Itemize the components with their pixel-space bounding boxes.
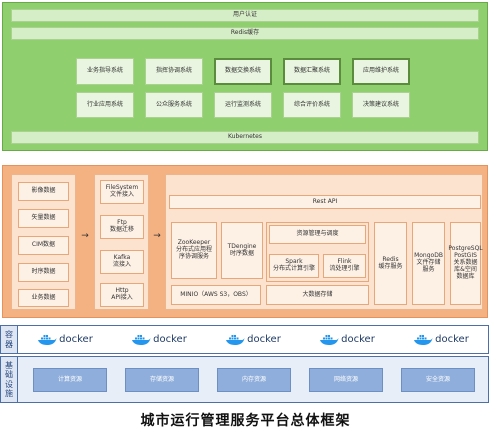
source-box: 业务数据 [18,289,69,307]
bigdata-box: 大数据存储 [266,285,369,305]
data-sources-panel: 影像数据 矢量数据 CIM数据 时序数据 业务数据 [11,174,76,310]
rest-api-bar: Rest API [169,195,481,209]
system-box: 数据交换系统 [214,58,272,85]
docker-text: docker [59,334,93,345]
docker-whale-icon [226,334,245,345]
system-box: 数据汇聚系统 [283,58,341,85]
infra-label: 基础设施 [1,357,18,402]
diagram-caption: 城市运行管理服务平台总体框架 [140,412,351,429]
container-label: 容器 [1,326,18,353]
docker-whale-icon [132,334,151,345]
system-box: 指挥协调系统 [145,58,203,85]
source-box: CIM数据 [18,236,69,255]
arrow-right-icon: → [153,230,161,241]
docker-whale-icon [38,334,57,345]
docker-logo: docker [413,334,469,346]
infra-box: 内存资源 [217,368,291,392]
resource-mgmt-box: 资源管理与调度 [269,225,366,244]
docker-row: docker docker docker docker docker [18,326,488,353]
infra-box: 网络资源 [309,368,383,392]
container-layer: 容器 docker docker docker docker docker [0,325,489,354]
system-box: 运行监测系统 [214,92,272,118]
infrastructure-layer: 基础设施 计算资源 存储资源 内存资源 网络资源 安全资源 [0,356,489,403]
arrow-right-icon: → [81,230,89,241]
user-auth-bar: 用户认证 [11,9,479,22]
docker-logo: docker [225,334,281,346]
source-box: 时序数据 [18,263,69,282]
docker-text: docker [153,334,187,345]
redis-cache-bar: Redis缓存 [11,27,479,40]
docker-text: docker [341,334,375,345]
system-box: 公众服务系统 [145,92,203,118]
minio-box: MINIO（AWS S3，OBS） [171,285,261,305]
docker-logo: docker [37,334,93,346]
docker-whale-icon [414,334,433,345]
infra-box: 安全资源 [401,368,475,392]
system-box: 业务指导系统 [76,58,134,85]
docker-text: docker [247,334,281,345]
infra-box: 计算资源 [33,368,107,392]
kubernetes-bar: Kubernetes [11,131,479,144]
docker-whale-icon [320,334,339,345]
system-box: 应用维护系统 [352,58,410,85]
source-box: 影像数据 [18,182,69,201]
application-layer: 用户认证 Redis缓存 业务指导系统 指挥协调系统 数据交换系统 数据汇聚系统… [2,2,488,151]
docker-text: docker [435,334,469,345]
docker-logo: docker [319,334,375,346]
system-box: 行业应用系统 [76,92,134,118]
system-box: 决策建议系统 [352,92,410,118]
system-box: 综合评价系统 [283,92,341,118]
infra-box: 存储资源 [125,368,199,392]
docker-logo: docker [131,334,187,346]
source-box: 矢量数据 [18,209,69,228]
